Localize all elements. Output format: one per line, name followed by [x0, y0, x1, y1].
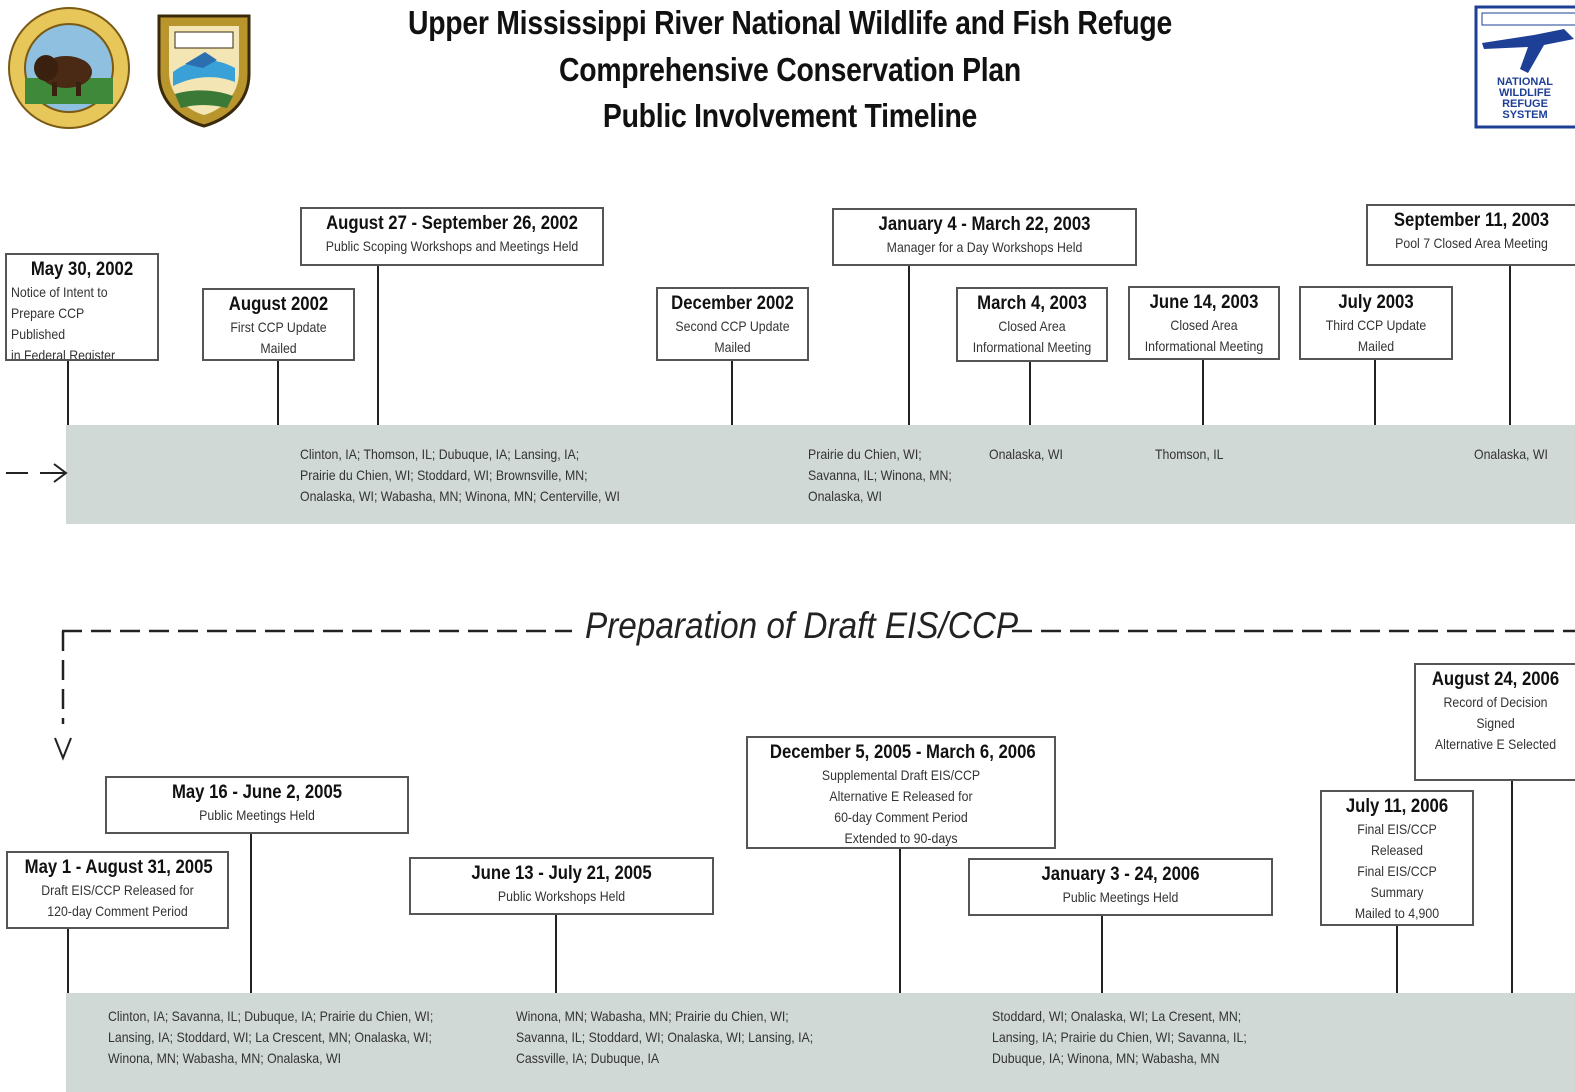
event-date: May 1 - August 31, 2005 — [24, 857, 213, 878]
event-description: First CCP Update Mailed — [230, 319, 327, 356]
event-box: September 11, 2003 Pool 7 Closed Area Me… — [1366, 204, 1575, 266]
event-box: June 13 - July 21, 2005 Public Workshops… — [409, 857, 714, 915]
timeline-stem — [1509, 264, 1511, 425]
location-list: Clinton, IA; Savanna, IL; Dubuque, IA; P… — [108, 1008, 434, 1066]
timeline-stem — [1511, 780, 1513, 993]
timeline-stem — [67, 360, 69, 425]
event-date: January 4 - March 22, 2003 — [878, 214, 1091, 235]
event-description: Pool 7 Closed Area Meeting — [1395, 235, 1548, 251]
event-description: Public Meetings Held — [1062, 889, 1179, 905]
event-box: May 1 - August 31, 2005 Draft EIS/CCP Re… — [6, 851, 229, 929]
event-description: Closed Area Informational Meeting — [1144, 317, 1264, 354]
timeline-stem — [1101, 915, 1103, 993]
event-box: August 2002 First CCP Update Mailed — [202, 288, 355, 361]
event-date: August 2002 — [228, 294, 329, 315]
event-description: Second CCP Update Mailed — [675, 318, 790, 355]
timeline-stem — [1029, 361, 1031, 425]
timeline-band-2002-2003 — [66, 425, 1575, 524]
event-description: Supplemental Draft EIS/CCP Alternative E… — [821, 767, 981, 846]
doi-seal-icon — [8, 7, 130, 129]
timeline-stem — [731, 360, 733, 425]
event-date: May 16 - June 2, 2005 — [171, 782, 343, 803]
event-description: Closed Area Informational Meeting — [972, 318, 1092, 355]
fws-shield-icon — [157, 14, 251, 128]
location-list: Clinton, IA; Thomson, IL; Dubuque, IA; L… — [300, 446, 620, 504]
event-box: July 11, 2006 Final EIS/CCP Released Fin… — [1320, 790, 1474, 926]
event-box: May 30, 2002 Notice of Intent to Prepare… — [5, 253, 159, 361]
location-list: Thomson, IL — [1155, 446, 1224, 462]
event-description: Public Workshops Held — [497, 888, 626, 904]
event-date: June 14, 2003 — [1149, 292, 1259, 313]
page-title-line-2: Comprehensive Conservation Plan — [559, 51, 1021, 88]
event-box: December 5, 2005 - March 6, 2006 Supplem… — [746, 736, 1056, 849]
event-box: June 14, 2003 Closed Area Informational … — [1128, 286, 1280, 360]
timeline-stem — [908, 265, 910, 425]
doi-seal-logo — [6, 6, 132, 130]
timeline-band-2005-2006 — [66, 993, 1575, 1092]
nwrs-goose-icon — [1474, 5, 1575, 129]
timeline-stem — [555, 914, 557, 993]
location-list: Prairie du Chien, WI; Savanna, IL; Winon… — [808, 446, 952, 504]
timeline-stem — [1396, 925, 1398, 993]
event-date: March 4, 2003 — [977, 293, 1087, 314]
page-title-line-3: Public Involvement Timeline — [602, 97, 978, 134]
event-date: May 30, 2002 — [30, 259, 134, 280]
timeline-stem — [1374, 359, 1376, 425]
event-date: June 13 - July 21, 2005 — [471, 863, 652, 884]
timeline-stem — [377, 264, 379, 425]
location-list: Onalaska, WI — [989, 446, 1063, 462]
event-box: January 3 - 24, 2006 Public Meetings Hel… — [968, 858, 1273, 916]
location-list: Onalaska, WI — [1474, 446, 1548, 462]
timeline-stem — [67, 928, 69, 993]
page-title-line-1: Upper Mississippi River National Wildlif… — [407, 4, 1173, 41]
event-description: Draft EIS/CCP Released for 120-day Comme… — [41, 882, 194, 919]
event-box: July 2003 Third CCP Update Mailed — [1299, 286, 1453, 360]
event-date: July 11, 2006 — [1345, 796, 1449, 817]
preparation-connector — [0, 600, 1575, 770]
event-description: Public Scoping Workshops and Meetings He… — [325, 238, 579, 254]
event-description: Third CCP Update Mailed — [1325, 317, 1427, 354]
event-box: May 16 - June 2, 2005 Public Meetings He… — [105, 776, 409, 834]
event-box: December 2002 Second CCP Update Mailed — [656, 287, 809, 361]
start-arrow-icon — [6, 462, 70, 484]
fws-shield-logo — [155, 12, 253, 128]
preparation-label: Preparation of Draft EIS/CCP — [585, 605, 1019, 646]
event-description: Notice of Intent to Prepare CCP Publishe… — [11, 284, 116, 361]
event-date: December 5, 2005 - March 6, 2006 — [769, 742, 1036, 763]
event-description: Record of Decision Signed Alternative E … — [1434, 694, 1557, 752]
event-description: Public Meetings Held — [199, 807, 315, 823]
timeline-stem — [277, 360, 279, 425]
event-date: December 2002 — [671, 293, 794, 314]
event-box: January 4 - March 22, 2003 Manager for a… — [832, 208, 1137, 266]
event-date: August 24, 2006 — [1431, 669, 1560, 690]
event-date: August 27 - September 26, 2002 — [326, 213, 578, 234]
timeline-stem — [1202, 359, 1204, 425]
timeline-stem — [899, 848, 901, 993]
event-description: Manager for a Day Workshops Held — [886, 239, 1083, 255]
event-box: August 27 - September 26, 2002 Public Sc… — [300, 207, 604, 266]
location-list: Stoddard, WI; Onalaska, WI; La Cresent, … — [992, 1008, 1247, 1066]
timeline-stem — [250, 833, 252, 993]
event-description: Final EIS/CCP Released Final EIS/CCP Sum… — [1354, 821, 1440, 921]
event-box: August 24, 2006 Record of Decision Signe… — [1414, 663, 1575, 781]
event-date: July 2003 — [1338, 292, 1414, 313]
event-box: March 4, 2003 Closed Area Informational … — [956, 287, 1108, 362]
event-date: January 3 - 24, 2006 — [1041, 864, 1200, 885]
location-list: Winona, MN; Wabasha, MN; Prairie du Chie… — [516, 1008, 814, 1066]
event-date: September 11, 2003 — [1393, 210, 1550, 231]
